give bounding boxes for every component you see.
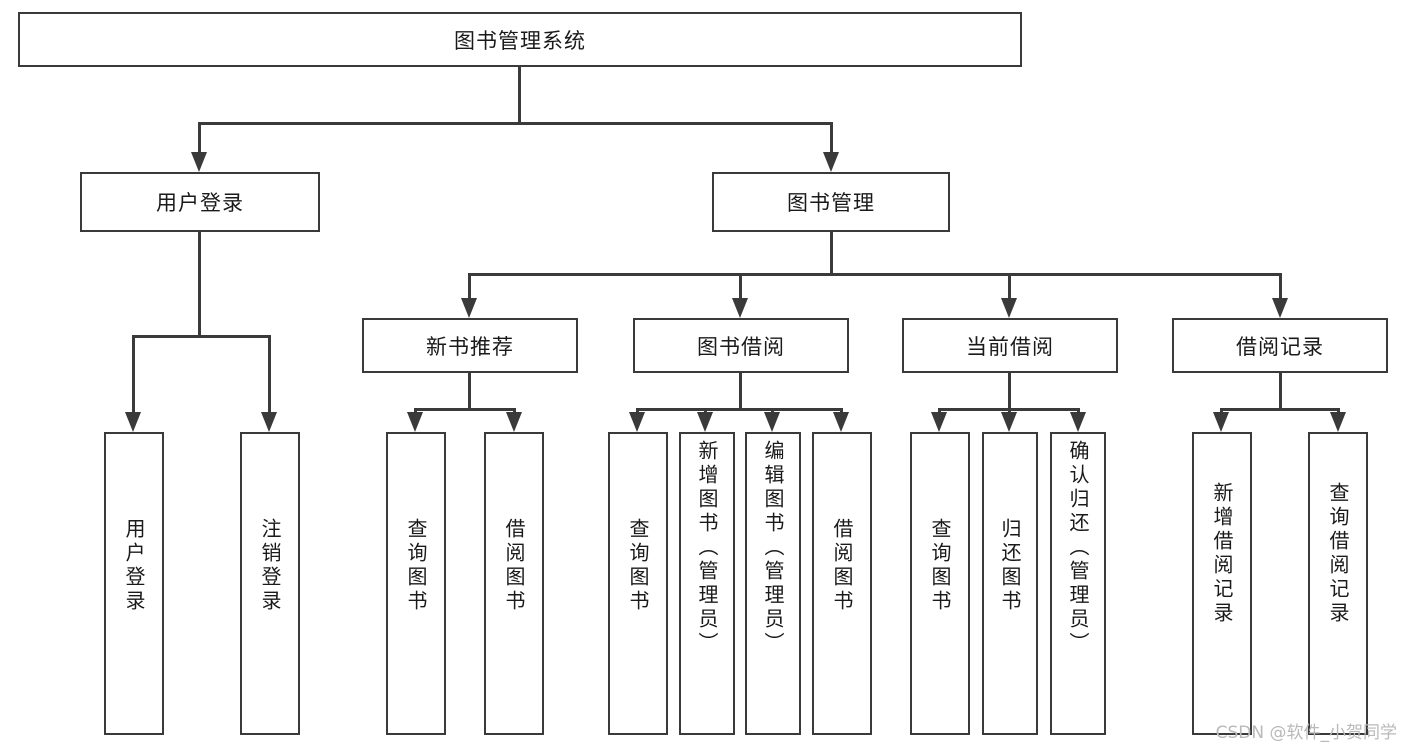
book-manage-arrow-1-shaft	[738, 273, 742, 298]
leaf-arrow-0-0-shaft	[413, 408, 417, 412]
leaf-arrow-2-0-shaft	[937, 408, 941, 412]
node-leaf-query-record-label: 查询借阅记录	[1326, 482, 1350, 626]
root-arrow-0-shaft	[197, 122, 201, 152]
book-manage-arrow-0-shaft	[467, 273, 471, 298]
leaf-arrow-0-0	[407, 412, 423, 432]
leaf-arrow-0-1	[506, 412, 522, 432]
node-leaf-borrow-book-1-label: 借阅图书	[502, 518, 526, 614]
node-leaf-borrow-book-2[interactable]: 借阅图书	[812, 432, 872, 735]
node-leaf-query-book-2[interactable]: 查询图书	[608, 432, 668, 735]
leaf-bus-3	[1221, 408, 1338, 411]
node-user-login[interactable]: 用户登录	[80, 172, 320, 232]
node-leaf-user-login-label: 用户登录	[122, 518, 146, 614]
book-manage-arrow-3	[1272, 298, 1288, 318]
node-leaf-add-record[interactable]: 新增借阅记录	[1192, 432, 1252, 735]
leaf-stem-2	[1007, 373, 1011, 411]
node-leaf-return-book-label: 归还图书	[998, 518, 1022, 614]
user-login-stem	[197, 232, 201, 338]
leaf-bus-0	[415, 408, 514, 411]
user-login-bus	[133, 335, 269, 338]
node-leaf-confirm-return-label: 确认归还（管理员）	[1066, 440, 1090, 656]
book-manage-arrow-1	[732, 298, 748, 318]
node-leaf-query-book-1[interactable]: 查询图书	[386, 432, 446, 735]
node-leaf-add-record-label: 新增借阅记录	[1210, 482, 1234, 626]
node-leaf-add-book[interactable]: 新增图书（管理员）	[679, 432, 735, 735]
node-current-borrow-label: 当前借阅	[966, 334, 1054, 359]
book-manage-arrow-3-shaft	[1278, 273, 1282, 298]
leaf-arrow-3-1	[1330, 412, 1346, 432]
node-new-book-rec-label: 新书推荐	[426, 334, 514, 359]
leaf-arrow-1-1	[697, 412, 713, 432]
leaf-stem-1	[738, 373, 742, 411]
leaf-arrow-1-2	[764, 412, 780, 432]
book-manage-stem	[829, 232, 833, 276]
node-leaf-borrow-book-1[interactable]: 借阅图书	[484, 432, 544, 735]
leaf-stem-3	[1278, 373, 1282, 411]
node-leaf-user-login[interactable]: 用户登录	[104, 432, 164, 735]
root-bus	[199, 122, 832, 125]
leaf-arrow-2-1	[1001, 412, 1017, 432]
leaf-arrow-1-0-shaft	[635, 408, 639, 412]
user-login-arrow-0-shaft	[131, 335, 135, 412]
node-book-manage[interactable]: 图书管理	[712, 172, 950, 232]
root-stem	[517, 67, 521, 124]
user-login-arrow-1	[261, 412, 277, 432]
book-manage-arrow-0	[461, 298, 477, 318]
leaf-arrow-1-3	[833, 412, 849, 432]
user-login-arrow-1-shaft	[267, 335, 271, 412]
node-leaf-return-book[interactable]: 归还图书	[982, 432, 1038, 735]
leaf-arrow-1-0	[629, 412, 645, 432]
node-leaf-borrow-book-2-label: 借阅图书	[830, 518, 854, 614]
user-login-arrow-0	[125, 412, 141, 432]
root-arrow-0	[191, 152, 207, 172]
node-book-borrow-label: 图书借阅	[697, 334, 785, 359]
root-arrow-1-shaft	[829, 122, 833, 152]
node-leaf-logout-label: 注销登录	[258, 518, 282, 614]
node-root-label: 图书管理系统	[454, 28, 586, 53]
book-manage-arrow-2	[1001, 298, 1017, 318]
node-leaf-query-book-3[interactable]: 查询图书	[910, 432, 970, 735]
root-arrow-1	[823, 152, 839, 172]
leaf-arrow-1-2-shaft	[770, 408, 774, 412]
node-leaf-confirm-return[interactable]: 确认归还（管理员）	[1050, 432, 1106, 735]
book-manage-arrow-2-shaft	[1007, 273, 1011, 298]
leaf-arrow-3-1-shaft	[1336, 408, 1340, 412]
node-root[interactable]: 图书管理系统	[18, 12, 1022, 67]
node-leaf-query-book-1-label: 查询图书	[404, 518, 428, 614]
leaf-arrow-2-0	[931, 412, 947, 432]
node-leaf-query-book-2-label: 查询图书	[626, 518, 650, 614]
node-leaf-edit-book[interactable]: 编辑图书（管理员）	[745, 432, 801, 735]
node-book-borrow[interactable]: 图书借阅	[633, 318, 849, 373]
leaf-bus-1	[637, 408, 841, 411]
node-leaf-query-record[interactable]: 查询借阅记录	[1308, 432, 1368, 735]
leaf-arrow-3-0	[1213, 412, 1229, 432]
leaf-arrow-2-2-shaft	[1076, 408, 1080, 412]
node-leaf-add-book-label: 新增图书（管理员）	[695, 440, 719, 656]
node-current-borrow[interactable]: 当前借阅	[902, 318, 1118, 373]
leaf-arrow-2-1-shaft	[1007, 408, 1011, 412]
book-manage-bus	[469, 273, 1280, 276]
leaf-arrow-0-1-shaft	[512, 408, 516, 412]
node-new-book-rec[interactable]: 新书推荐	[362, 318, 578, 373]
node-book-manage-label: 图书管理	[787, 191, 875, 215]
node-leaf-edit-book-label: 编辑图书（管理员）	[761, 440, 785, 656]
leaf-arrow-3-0-shaft	[1219, 408, 1223, 412]
node-leaf-query-book-3-label: 查询图书	[928, 518, 952, 614]
leaf-arrow-1-1-shaft	[703, 408, 707, 412]
leaf-stem-0	[467, 373, 471, 411]
leaf-arrow-1-3-shaft	[839, 408, 843, 412]
node-borrow-record-label: 借阅记录	[1236, 334, 1324, 359]
node-user-login-label: 用户登录	[156, 191, 244, 215]
node-leaf-logout[interactable]: 注销登录	[240, 432, 300, 735]
leaf-arrow-2-2	[1070, 412, 1086, 432]
node-borrow-record[interactable]: 借阅记录	[1172, 318, 1388, 373]
